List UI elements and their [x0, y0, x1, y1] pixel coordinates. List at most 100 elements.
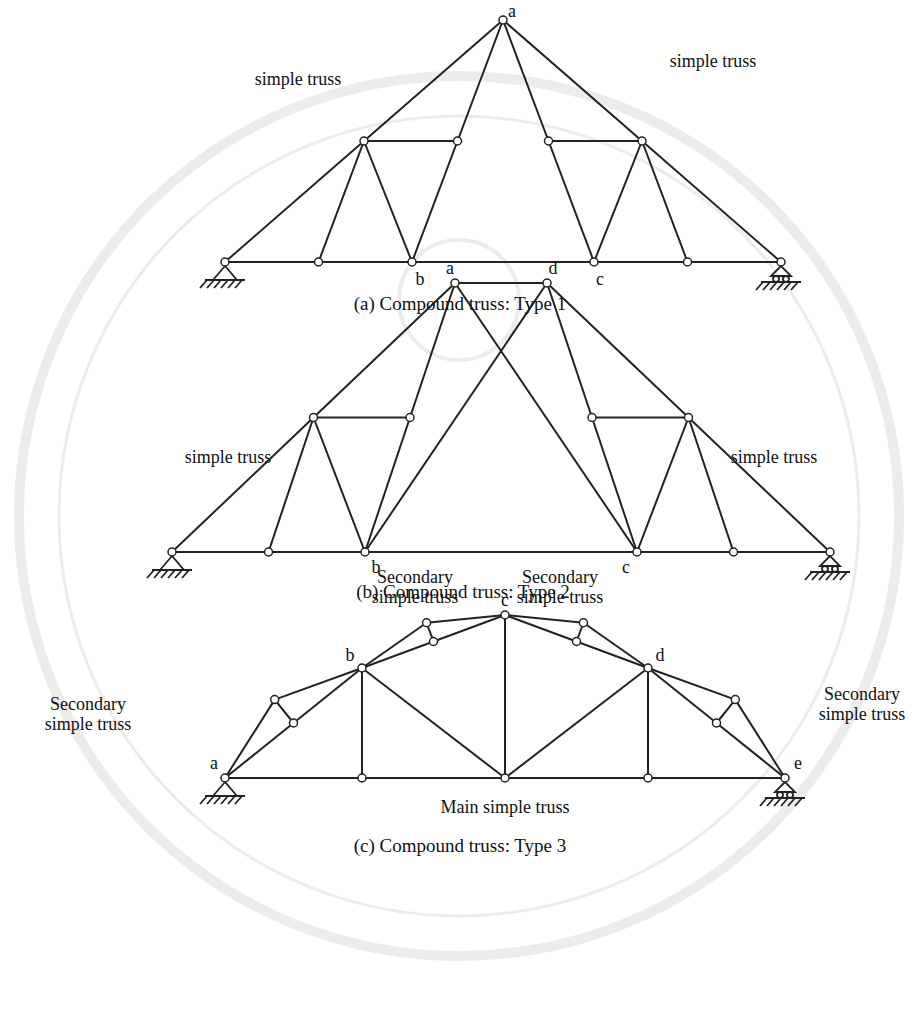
truss-member [364, 20, 503, 141]
pin-support [213, 782, 237, 796]
ground-hatch [833, 572, 840, 580]
truss-member [362, 623, 427, 668]
truss-member [458, 20, 504, 141]
truss-joint [454, 137, 462, 145]
truss-member [648, 668, 717, 723]
ground-hatch [819, 572, 826, 580]
truss-joint [360, 137, 368, 145]
truss-member [362, 668, 505, 778]
truss-member [314, 418, 366, 553]
truss-member [225, 723, 294, 778]
truss-member [434, 615, 506, 642]
truss-joint [361, 548, 369, 556]
truss-joint [358, 774, 366, 782]
truss-member [592, 418, 637, 553]
truss-member [637, 418, 689, 553]
truss-member [362, 642, 434, 669]
truss-member [362, 777, 505, 779]
truss-joint [406, 414, 414, 422]
ground-hatch [770, 282, 777, 290]
watermark-seal [19, 76, 899, 956]
joint-label: b [346, 646, 355, 666]
truss-joint [685, 414, 693, 422]
truss-joint [265, 548, 273, 556]
joint-label: b [416, 270, 425, 290]
truss-member [365, 418, 410, 553]
truss-joint [501, 774, 509, 782]
truss-joint [501, 611, 509, 619]
ground-line [810, 571, 850, 573]
truss-member [455, 282, 547, 284]
ground-hatch [221, 796, 228, 804]
joint-label: Main simple truss [441, 798, 570, 818]
joint-label: simple truss [670, 52, 757, 72]
joint-label: d [549, 259, 558, 279]
truss-member [455, 283, 637, 552]
joint-label: c [501, 591, 509, 611]
joints [168, 16, 834, 782]
ground-hatch [221, 280, 228, 288]
truss-member [549, 141, 595, 262]
truss-member [648, 668, 735, 700]
truss-joint [545, 137, 553, 145]
ground-hatch [161, 570, 168, 578]
truss-member [364, 141, 412, 262]
truss-member [412, 261, 594, 263]
truss-member [689, 418, 734, 553]
truss-member [314, 417, 411, 419]
ground-hatch [235, 796, 242, 804]
joint-label: c [622, 558, 630, 578]
truss-member [365, 551, 637, 553]
joint-label: d [656, 646, 665, 666]
truss-joint [310, 414, 318, 422]
truss-member [503, 20, 642, 141]
ground-hatch [147, 570, 154, 578]
ground-hatch [207, 280, 214, 288]
truss-member [319, 261, 413, 263]
ground-hatch [795, 798, 802, 806]
ground-hatch [228, 280, 235, 288]
ground-hatch [235, 280, 242, 288]
ground-hatch [784, 282, 791, 290]
ground-line [152, 569, 192, 571]
truss-member [642, 141, 688, 262]
ground-line [205, 795, 245, 797]
truss-joint [423, 619, 431, 627]
joint-label: simple truss [185, 448, 272, 468]
truss-member [225, 777, 362, 779]
truss-member [647, 668, 649, 778]
ground-hatch [207, 796, 214, 804]
truss-member [361, 668, 363, 778]
truss-joint [543, 279, 551, 287]
truss-joint [290, 719, 298, 727]
truss-part-label: Secondary simple truss [365, 568, 465, 608]
ground-line [765, 797, 805, 799]
truss-joint [638, 137, 646, 145]
joint-label: simple truss [255, 70, 342, 90]
joint-label: a [210, 754, 218, 774]
truss-member [734, 551, 831, 553]
joint-label: a [508, 2, 516, 22]
truss-member [642, 141, 781, 262]
pin-support [213, 266, 237, 280]
truss-member [364, 140, 458, 142]
truss-member [689, 418, 831, 553]
truss-member [717, 723, 786, 778]
truss-member [269, 418, 314, 553]
ground-hatch [200, 796, 207, 804]
ground-hatch [214, 280, 221, 288]
truss-member [505, 777, 648, 779]
truss-member [637, 551, 734, 553]
truss-part-label: Secondary simple truss [33, 695, 143, 735]
ground-hatch [200, 280, 207, 288]
truss-member [735, 700, 785, 778]
ground-hatch [805, 572, 812, 580]
ground-hatch [781, 798, 788, 806]
truss-member [294, 668, 363, 723]
ground-hatch [182, 570, 189, 578]
ground-hatch [760, 798, 767, 806]
ground-hatch [788, 798, 795, 806]
ground-hatch [774, 798, 781, 806]
truss-part-label: Secondary simple truss [812, 685, 912, 725]
